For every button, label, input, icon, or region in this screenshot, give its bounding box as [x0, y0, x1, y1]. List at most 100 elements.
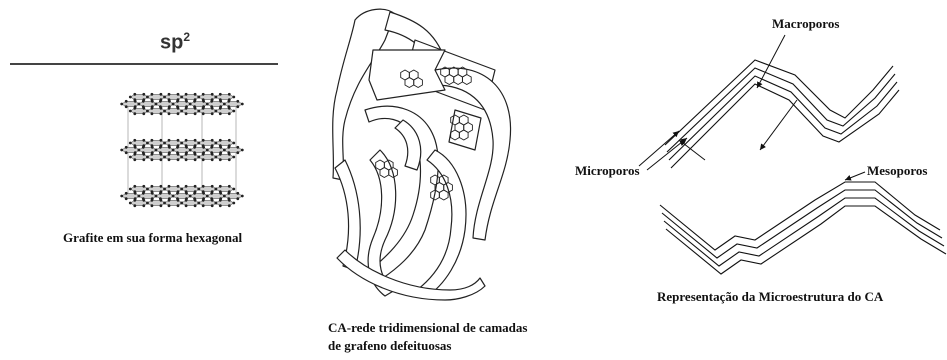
carbon-atom	[133, 107, 136, 110]
hexagon-cell	[199, 200, 217, 205]
carbon-atom	[185, 185, 188, 188]
mesopore-label: Mesoporos	[867, 163, 927, 179]
carbon-atom	[219, 158, 222, 161]
macropore-arrow	[757, 35, 785, 88]
carbon-atom	[142, 153, 145, 156]
micropore-arrow	[679, 140, 705, 160]
carbon-atom	[133, 93, 136, 96]
carbon-atom	[236, 151, 239, 154]
carbon-atom	[236, 197, 239, 200]
carbon-atom	[202, 199, 205, 202]
hexagon-cell	[182, 186, 200, 191]
carbon-atom	[160, 185, 163, 188]
carbon-atom	[176, 146, 179, 149]
hexagon-cell	[216, 94, 234, 99]
carbon-atom	[151, 158, 154, 161]
carbon-atom	[211, 139, 214, 142]
hexagon-cell	[122, 193, 140, 198]
carbon-atom	[211, 112, 214, 115]
carbon-atom	[210, 192, 213, 195]
graphene-layer	[667, 68, 895, 152]
carbon-atom	[160, 153, 163, 156]
mesopore-arrow	[845, 172, 865, 180]
carbon-atom	[177, 199, 180, 202]
carbon-atom	[151, 100, 154, 103]
carbon-atom	[202, 153, 205, 156]
carbon-atom	[134, 192, 137, 195]
hexagon-cell	[182, 154, 200, 159]
micropore-label: Microporos	[575, 163, 640, 179]
carbon-atom	[142, 146, 145, 149]
carbon-atom	[228, 153, 231, 156]
carbon-atom	[133, 199, 136, 202]
graphene-layer	[666, 206, 946, 274]
carbon-atom	[168, 153, 171, 156]
carbon-atom	[211, 93, 214, 96]
carbon-atom	[155, 195, 158, 198]
carbon-atom	[176, 100, 179, 103]
hexagon-cell	[122, 101, 140, 106]
carbon-atom	[163, 202, 166, 205]
microstructure-panel: Macroporos Microporos Mesoporos Represen…	[575, 0, 947, 360]
carbon-atom	[125, 100, 128, 103]
carbon-atom	[185, 112, 188, 115]
carbon-atom	[159, 192, 162, 195]
carbon-atom	[177, 107, 180, 110]
carbon-atom	[219, 100, 222, 103]
carbon-atom	[193, 192, 196, 195]
carbon-atom	[177, 204, 180, 207]
activated-carbon-caption-line1: CA-rede tridimensional de camadas	[328, 320, 527, 336]
carbon-atom	[194, 185, 197, 188]
carbon-atom	[151, 93, 154, 96]
hexagon-cell	[130, 200, 148, 205]
carbon-atom	[168, 158, 171, 161]
microstructure-caption: Representação da Microestrutura do CA	[657, 289, 883, 305]
carbon-atom	[155, 103, 158, 106]
carbon-atom	[228, 107, 231, 110]
hexagon-cell	[130, 94, 148, 99]
carbon-atom	[146, 96, 149, 99]
carbon-atom	[151, 204, 154, 207]
carbon-atom	[185, 107, 188, 110]
carbon-atom	[151, 192, 154, 195]
carbon-atom	[206, 149, 209, 152]
carbon-atom	[214, 142, 217, 145]
carbon-atom	[185, 93, 188, 96]
carbon-atom	[219, 112, 222, 115]
hexagon-cell	[139, 193, 157, 198]
hexagon-cell	[182, 108, 200, 113]
carbon-atom	[125, 197, 128, 200]
carbon-atom	[185, 100, 188, 103]
carbon-atom	[142, 100, 145, 103]
hexagon-cell	[199, 140, 217, 145]
hexagon-cell	[165, 140, 183, 145]
carbon-atom	[180, 110, 183, 113]
carbon-atom	[160, 158, 163, 161]
carbon-atom	[168, 112, 171, 115]
ribbon-sheet	[369, 50, 445, 100]
carbon-atom	[142, 185, 145, 188]
carbon-atom	[177, 93, 180, 96]
graphite-layers-illustration	[0, 0, 285, 230]
carbon-atom	[228, 204, 231, 207]
carbon-atom	[223, 103, 226, 106]
carbon-atom	[194, 139, 197, 142]
carbon-atom	[211, 158, 214, 161]
carbon-atom	[151, 139, 154, 142]
ribbon-sheet	[337, 250, 485, 300]
carbon-atom	[177, 153, 180, 156]
carbon-atom	[227, 100, 230, 103]
hexagon-cell	[147, 108, 165, 113]
carbon-atom	[146, 156, 149, 159]
carbon-atom	[194, 199, 197, 202]
carbon-atom	[219, 139, 222, 142]
carbon-atom	[232, 96, 235, 99]
hexagon-cell	[216, 186, 234, 191]
carbon-atom	[151, 112, 154, 115]
hexagon-cell	[156, 193, 174, 198]
carbon-atom	[236, 100, 239, 103]
carbon-atom	[194, 153, 197, 156]
hexagon-cell	[130, 140, 148, 145]
carbon-atom	[197, 110, 200, 113]
carbon-atom	[142, 204, 145, 207]
